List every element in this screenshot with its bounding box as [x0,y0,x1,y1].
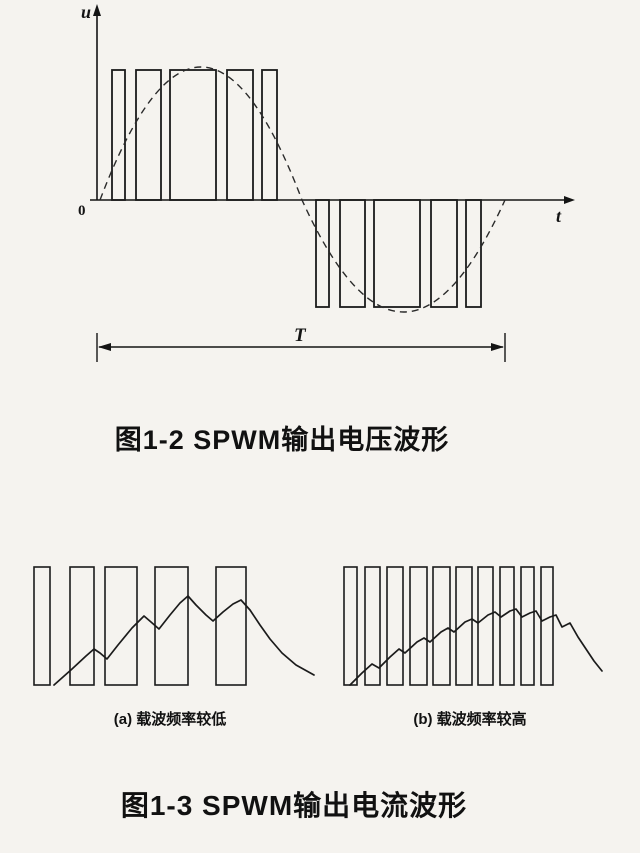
y-axis: u [81,2,101,200]
pwm-pulse [364,566,381,686]
dimension-arrow-left-icon [98,343,111,351]
pwm-pulse-negative [339,199,366,308]
current-figure-caption: 图1-3 SPWM输出电流波形 [120,790,468,821]
current-fig-a-label: (a) 载波频率较低 [113,711,227,728]
pwm-pulse [520,566,535,686]
pwm-pulse [386,566,404,686]
y-axis-arrow-icon [93,4,101,16]
pwm-pulse-negative [315,199,330,308]
pwm-pulse [409,566,428,686]
pwm-pulse [432,566,451,686]
sine-reference-curve [99,66,506,313]
pwm-pulses-positive [111,69,278,201]
voltage-figure-caption: 图1-2 SPWM输出电压波形 [114,425,450,455]
voltage-waveform-svg: u t 0 T [78,2,575,362]
pwm-pulse [540,566,554,686]
pwm-pulse-negative [430,199,458,308]
x-axis-label: t [556,206,562,226]
dimension-arrow-right-icon [491,343,504,351]
period-label: T [294,325,307,346]
sine-reference-path [99,66,506,313]
pwm-pulse [343,566,358,686]
pwm-pulse [499,566,515,686]
current-fig-b-label: (b) 载波频率较高 [413,711,527,728]
current-curve [53,595,315,686]
pwm-pulse-positive [111,69,126,201]
current-curve [349,608,603,686]
pwm-pulse [154,566,189,686]
pwm-pulse-positive [261,69,278,201]
pwm-pulse-positive [169,69,217,201]
pwm-pulse-negative [465,199,482,308]
pwm-pulse-positive [135,69,162,201]
current-fig-0-svg [33,566,315,686]
period-dimension: T [96,325,506,362]
y-axis-label: u [81,2,91,22]
current-fig-1-svg [343,566,603,686]
pwm-pulses-negative [315,199,482,308]
pwm-pulse-negative [373,199,421,308]
pwm-pulse [215,566,247,686]
pwm-pulse [104,566,138,686]
x-axis-arrow-icon [564,196,575,204]
pwm-pulse-positive [226,69,254,201]
pwm-pulse [477,566,494,686]
origin-label: 0 [78,203,86,219]
pwm-pulse [33,566,51,686]
pwm-pulse [455,566,473,686]
pwm-pulse [69,566,95,686]
